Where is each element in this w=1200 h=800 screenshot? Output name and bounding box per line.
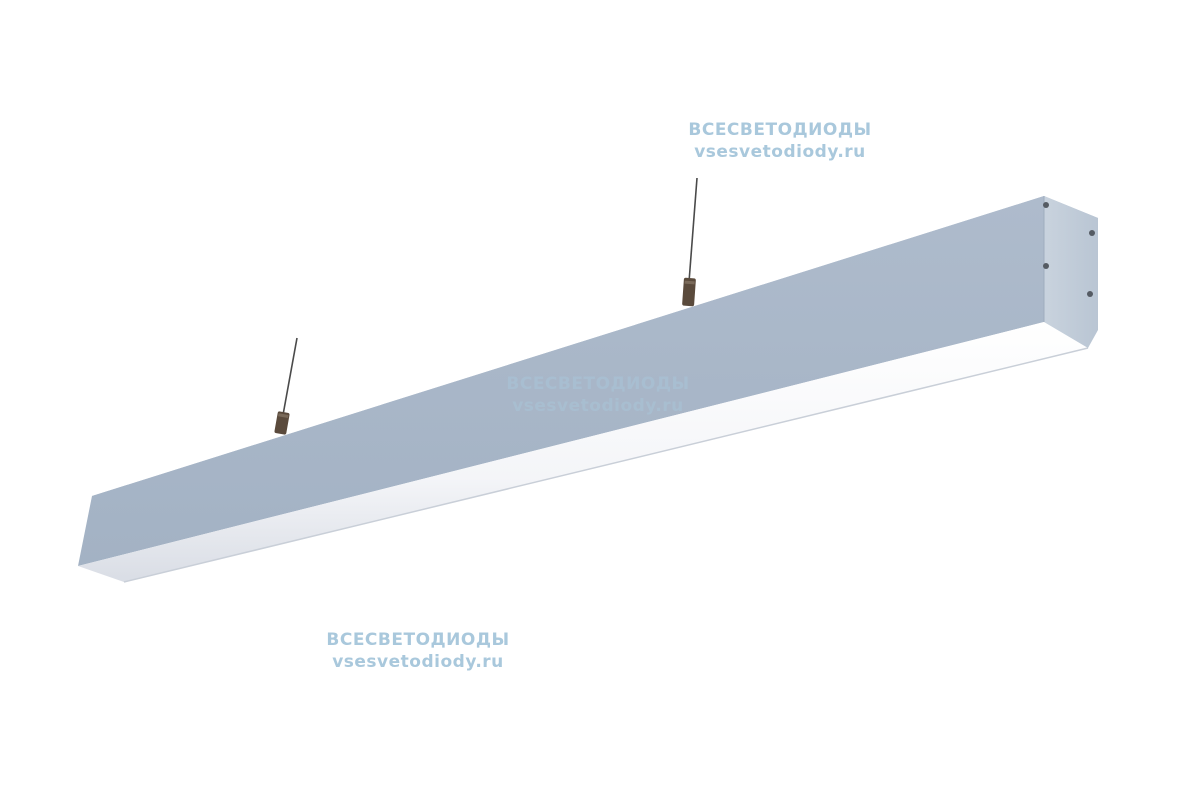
end-cap xyxy=(1044,196,1098,348)
suspension-cable-left xyxy=(274,337,298,435)
housing-front-face xyxy=(78,196,1044,566)
suspension-cable-right xyxy=(682,177,698,307)
end-cap-screws xyxy=(1043,202,1095,297)
led-diffuser xyxy=(78,322,1088,582)
